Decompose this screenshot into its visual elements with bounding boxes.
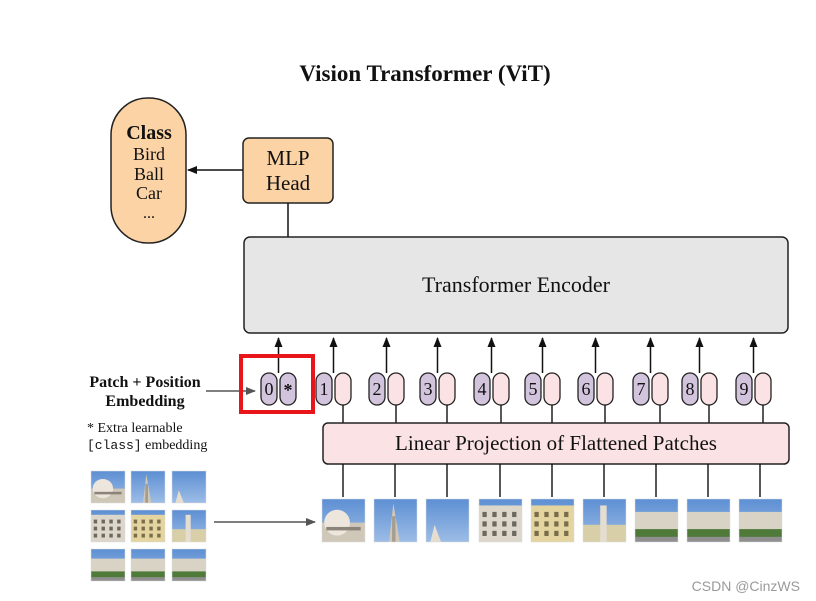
class-item: ... [143, 205, 155, 222]
patch-embedding-pill [387, 372, 405, 406]
grid-patch-7 [90, 548, 126, 582]
position-index: 2 [373, 379, 382, 399]
patch-sequence [321, 464, 783, 543]
position-index: 8 [686, 379, 695, 399]
position-index: 0 [265, 379, 274, 399]
mlp-head-label: MLP [266, 146, 309, 170]
patch-image-3 [425, 498, 470, 543]
position-index: 5 [529, 379, 538, 399]
embedding-text: embedding [142, 438, 208, 453]
position-embedding-pill [473, 372, 491, 406]
class-token-pill [279, 372, 297, 406]
linear-projection-label: Linear Projection of Flattened Patches [395, 431, 717, 455]
token-4: 4 [473, 337, 510, 423]
class-output-box [110, 97, 187, 244]
position-embedding-pill [681, 372, 699, 406]
patch-image-9 [738, 498, 783, 543]
position-embedding-pill [632, 372, 650, 406]
linear-projection-box [322, 422, 790, 465]
position-index: 9 [740, 379, 749, 399]
token-8: 8 [681, 337, 718, 423]
position-index: 3 [424, 379, 433, 399]
token-5: 5 [524, 337, 561, 423]
token-9: 9 [735, 337, 772, 423]
token-2: 2 [368, 337, 405, 423]
patch-image-4 [478, 498, 523, 543]
token-1: 1 [315, 337, 352, 423]
transformer-encoder-label: Transformer Encoder [422, 272, 611, 297]
patch-embedding-pill [438, 372, 456, 406]
patch-image-5 [530, 498, 575, 543]
position-embedding-pill [260, 372, 278, 406]
class-embedding-note: [class] embedding [87, 438, 207, 453]
watermark: CSDN @CinzWS [692, 578, 800, 594]
position-embedding-pill [368, 372, 386, 406]
grid-patch-2 [130, 470, 166, 504]
class-item: Ball [134, 164, 164, 184]
class-heading: Class [126, 122, 172, 144]
patch-embedding-pill [596, 372, 614, 406]
token-3: 3 [419, 337, 456, 423]
position-index: 1 [320, 379, 329, 399]
grid-patch-4 [90, 509, 126, 543]
grid-patch-9 [171, 548, 207, 582]
position-index: 7 [637, 379, 646, 399]
grid-patch-6 [171, 509, 207, 543]
grid-patch-8 [130, 548, 166, 582]
grid-patch-5 [130, 509, 166, 543]
class-code-text: [class] [87, 438, 142, 453]
position-embedding-pill [524, 372, 542, 406]
embedding-label: Patch + Position [89, 374, 200, 391]
position-index: 6 [582, 379, 591, 399]
patch-image-1 [321, 498, 366, 543]
diagram-title: Vision Transformer (ViT) [299, 61, 550, 86]
embedding-label: Embedding [105, 393, 184, 410]
patch-embedding-pill [651, 372, 669, 406]
patch-embedding-pill [334, 372, 352, 406]
transformer-encoder-box [243, 236, 789, 334]
token-7: 7 [632, 337, 669, 423]
class-item: Bird [133, 144, 165, 164]
grid-patch-1 [90, 470, 126, 504]
patch-embedding-pill [700, 372, 718, 406]
position-embedding-pill [419, 372, 437, 406]
position-embedding-pill [735, 372, 753, 406]
patch-image-7 [634, 498, 679, 543]
patch-image-8 [686, 498, 731, 543]
source-image-grid [90, 470, 207, 582]
token-6: 6 [577, 337, 614, 423]
class-token-marker: * [284, 380, 293, 400]
position-embedding-pill [315, 372, 333, 406]
position-embedding-pill [577, 372, 595, 406]
patch-embedding-pill [492, 372, 510, 406]
patch-image-6 [582, 498, 627, 543]
patch-embedding-pill [543, 372, 561, 406]
position-index: 4 [478, 379, 487, 399]
patch-image-2 [373, 498, 418, 543]
token-0: 0* [260, 337, 297, 406]
grid-patch-3 [171, 470, 207, 504]
mlp-head-label: Head [266, 171, 311, 195]
patch-embedding-pill [754, 372, 772, 406]
class-token-highlight [239, 354, 315, 414]
extra-learnable-note: * Extra learnable [87, 421, 183, 436]
class-item: Car [136, 183, 162, 203]
